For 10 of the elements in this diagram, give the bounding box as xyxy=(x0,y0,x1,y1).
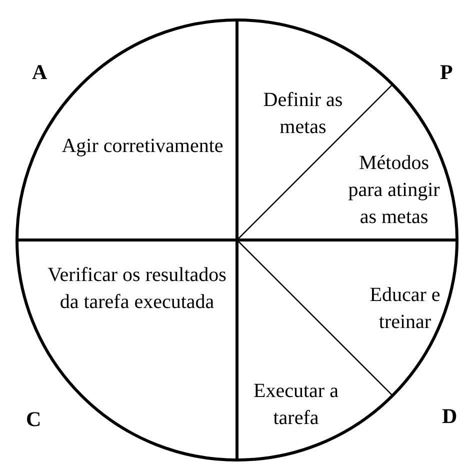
step-text: Executar a tarefa xyxy=(250,378,342,432)
quadrant-letter: C xyxy=(26,407,42,431)
quadrant-letter: P xyxy=(440,60,453,84)
step-text: Agir corretivamente xyxy=(60,133,225,160)
step-text: Métodos para atingir as metas xyxy=(342,150,446,231)
quadrant-letter: A xyxy=(32,60,48,84)
step-text: Educar e treinar xyxy=(355,282,455,336)
quadrant-letter: D xyxy=(442,404,458,428)
step-text: Definir as metas xyxy=(248,87,358,141)
step-text: Verificar os resultados da tarefa executada xyxy=(44,262,230,316)
